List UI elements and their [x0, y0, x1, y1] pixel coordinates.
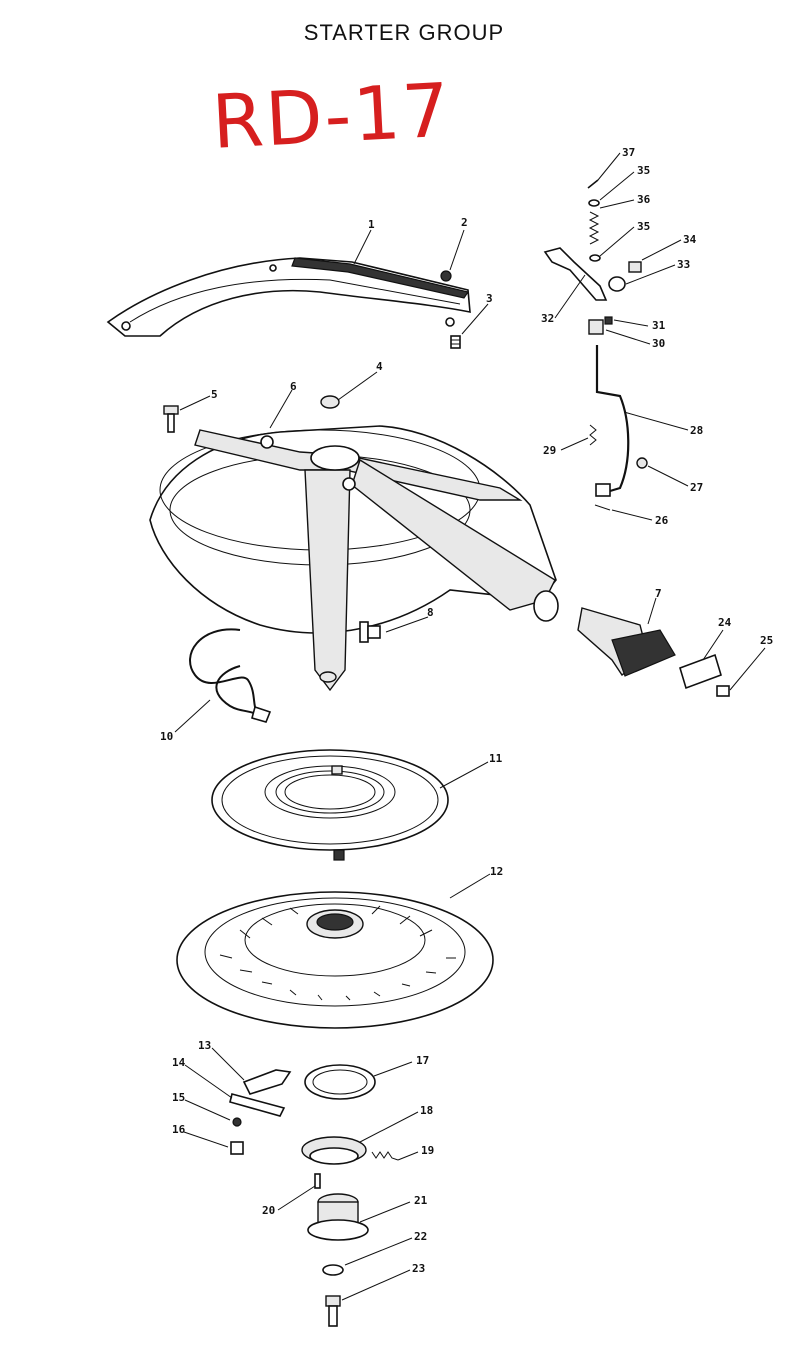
part-25-screw [716, 685, 730, 697]
callout-15: 15 [172, 1091, 185, 1104]
callout-8: 8 [427, 606, 434, 619]
callout-36: 36 [637, 193, 651, 206]
part-8-screw [359, 621, 381, 643]
callout-20: 20 [262, 1204, 275, 1217]
callout-24: 24 [718, 616, 732, 629]
callout-33: 33 [677, 258, 690, 271]
callout-13: 13 [198, 1039, 211, 1052]
part-35-washer-upper [588, 199, 600, 207]
part-15-washer [232, 1117, 242, 1127]
callout-16: 16 [172, 1123, 186, 1136]
part-32-lever [543, 247, 608, 301]
part-22-washer [322, 1264, 344, 1276]
callout-21: 21 [414, 1194, 428, 1207]
part-3-screw [450, 335, 461, 349]
part-33-washer [608, 276, 626, 292]
part-35-washer-lower [589, 254, 601, 262]
part-20-pin [314, 1173, 321, 1189]
callout-6: 6 [290, 380, 297, 393]
part-28-choke-rod [595, 345, 630, 497]
callout-34: 34 [683, 233, 697, 246]
callout-2: 2 [461, 216, 468, 229]
callout-27: 27 [690, 481, 703, 494]
callout-35-upper: 35 [637, 164, 650, 177]
part-6-starter-housing [149, 425, 559, 692]
part-16-screw [230, 1141, 244, 1155]
callout-26: 26 [655, 514, 669, 527]
callout-12: 12 [490, 865, 503, 878]
callout-35-lower: 35 [637, 220, 650, 233]
part-23-bolt [325, 1295, 341, 1327]
leader-lines [174, 152, 766, 1301]
diagram-title: STARTER GROUP [303, 20, 505, 45]
part-36-spring [588, 211, 600, 245]
callout-3: 3 [486, 292, 493, 305]
callout-5: 5 [211, 388, 218, 401]
callout-22: 22 [414, 1230, 427, 1243]
callout-30: 30 [652, 337, 665, 350]
callout-37: 37 [622, 146, 635, 159]
callout-17: 17 [416, 1054, 429, 1067]
part-34-screw [628, 261, 642, 273]
callout-31: 31 [652, 319, 666, 332]
callout-19: 19 [421, 1144, 434, 1157]
callout-14: 14 [172, 1056, 186, 1069]
callout-7: 7 [655, 587, 662, 600]
callout-32: 32 [541, 312, 554, 325]
part-1-housing-cover [106, 257, 471, 337]
callout-1: 1 [368, 218, 375, 231]
part-14-pawl-plate [229, 1093, 286, 1117]
callout-25: 25 [760, 634, 773, 647]
callout-labels: 1 2 3 4 5 6 7 8 10 11 12 13 14 15 16 17 … [160, 146, 773, 1275]
callout-23: 23 [412, 1262, 425, 1275]
part-2-nut [440, 270, 452, 282]
part-29-spring [589, 424, 597, 446]
part-7-starter-handle [577, 607, 676, 677]
part-21-bushing [307, 1193, 369, 1241]
part-19-spring [371, 1151, 399, 1161]
part-26-cotter-pin [594, 504, 611, 511]
part-12-rope-pulley [176, 891, 494, 1029]
part-27-screw [636, 457, 648, 469]
part-17-snap-ring [304, 1064, 376, 1100]
part-11-recoil-spring [211, 749, 449, 861]
callout-4: 4 [376, 360, 383, 373]
part-31-setscrew [604, 316, 613, 325]
part-30-swivel [588, 319, 604, 335]
part-10-starter-rope [189, 628, 272, 723]
callout-10: 10 [160, 730, 173, 743]
part-24-plate [679, 653, 722, 690]
callout-29: 29 [543, 444, 556, 457]
callout-28: 28 [690, 424, 703, 437]
part-18-friction-plate [301, 1136, 367, 1165]
part-5-bolt [163, 405, 179, 433]
callout-18: 18 [420, 1104, 433, 1117]
part-13-pawl [242, 1069, 292, 1095]
part-37-pin [587, 179, 599, 189]
callout-11: 11 [489, 752, 503, 765]
part-4-nut [320, 395, 340, 409]
